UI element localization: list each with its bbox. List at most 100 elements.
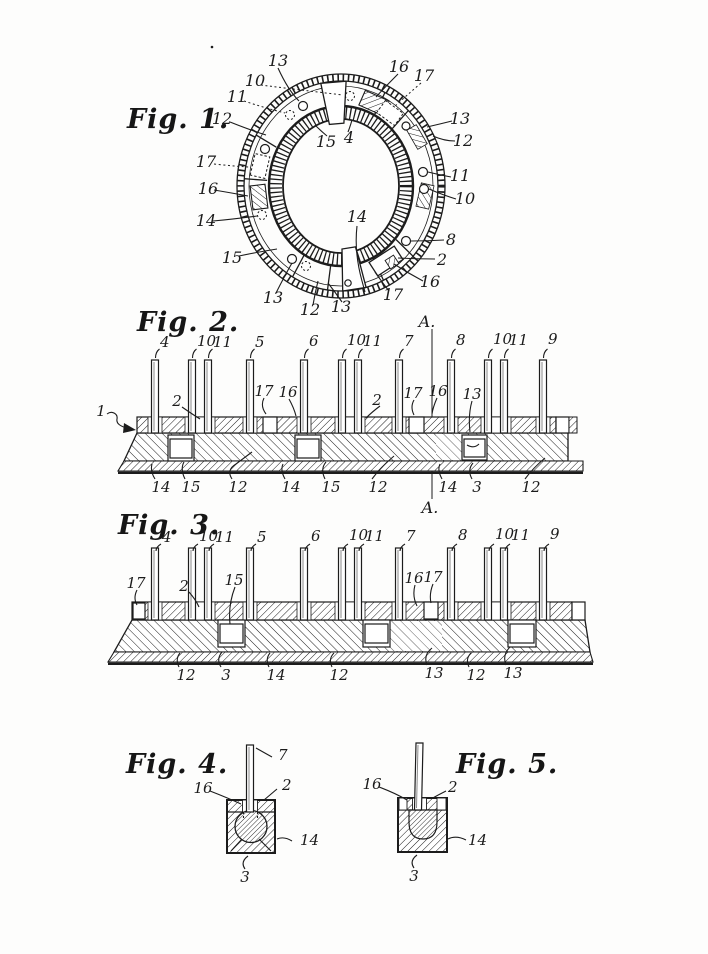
fig5-title: Fig. 5. <box>455 749 558 780</box>
ref-16: 16 <box>404 569 424 587</box>
ref-16: 16 <box>389 57 409 76</box>
ref-pin: 8 <box>456 331 466 349</box>
fig3-base-strip <box>108 652 593 662</box>
ref-2: 2 <box>178 577 189 595</box>
ref-14-left: 14 <box>196 211 216 230</box>
ref-12: 12 <box>212 109 232 128</box>
fig3-slot-17-right <box>424 602 438 619</box>
ref-14-center: 14 <box>347 207 367 226</box>
fig2-base-strip <box>118 461 583 471</box>
ref-bottom: 15 <box>181 478 200 496</box>
ref-1: 1 <box>96 402 106 420</box>
pin <box>501 360 508 433</box>
ref-2: 2 <box>447 778 458 796</box>
fig4-seat-cavity <box>235 811 267 843</box>
ref-bottom: 12 <box>368 478 387 496</box>
pin <box>205 548 212 620</box>
ref-15: 15 <box>224 571 243 589</box>
fig5-pin <box>415 743 424 810</box>
pin <box>247 360 254 433</box>
pin <box>540 360 547 433</box>
ref-pin: 11 <box>365 527 384 545</box>
ref-pin: 9 <box>548 330 558 348</box>
ref-3: 3 <box>240 868 250 886</box>
ref-15-left: 15 <box>222 248 242 267</box>
ref-17r: 17 <box>423 568 443 586</box>
pin <box>355 360 362 433</box>
pin <box>501 548 508 620</box>
ref-bottom: 13 <box>424 664 443 682</box>
ref-16a: 16 <box>278 383 298 401</box>
ref-pin: 7 <box>406 527 416 545</box>
ref-bottom: 13 <box>503 664 522 682</box>
pin <box>485 360 492 433</box>
fig2-section-marker-bottom: A. <box>420 498 439 517</box>
fig2-slot-17-left <box>263 417 277 433</box>
pin <box>301 548 308 620</box>
ref-2: 2 <box>436 250 447 269</box>
pin <box>540 548 547 620</box>
ref-pin: 5 <box>255 333 265 351</box>
ref-11-right: 11 <box>450 166 470 185</box>
ref-4-inner: 4 <box>343 128 354 147</box>
ref-17l: 17 <box>126 574 146 592</box>
ref-2: 2 <box>281 776 292 794</box>
pin <box>189 548 196 620</box>
ref-2b: 2 <box>371 391 382 409</box>
pin <box>396 360 403 433</box>
ref-17a: 17 <box>254 382 274 400</box>
pin <box>205 360 212 433</box>
pin <box>152 360 159 433</box>
ref-bottom: 14 <box>266 666 285 684</box>
ref-10-right: 10 <box>455 189 475 208</box>
pin <box>339 548 346 620</box>
fig3-filled-patch <box>390 621 442 651</box>
ref-14: 14 <box>300 831 319 849</box>
ref-16: 16 <box>362 775 382 793</box>
pin <box>448 548 455 620</box>
ref-15-inner: 15 <box>316 132 336 151</box>
ref-bottom: 12 <box>466 666 485 684</box>
ref-pin: 11 <box>363 332 382 350</box>
pin <box>247 548 254 620</box>
ref-pin: 11 <box>215 528 234 546</box>
fig3-drawing: Fig. 3. <box>108 510 593 684</box>
fig5-seat-cavity <box>409 810 437 839</box>
ref-bottom: 14 <box>151 478 170 496</box>
ref-17-left: 17 <box>196 152 217 171</box>
ref-pin: 4 <box>159 333 170 351</box>
ref-16-lower: 16 <box>420 272 440 291</box>
ref-pin: 6 <box>309 332 319 350</box>
ref-13-bottom-a: 13 <box>263 288 283 307</box>
ref-13: 13 <box>268 51 288 70</box>
ref-17b: 17 <box>403 384 423 402</box>
ref-8: 8 <box>446 230 456 249</box>
ref-7: 7 <box>278 746 288 764</box>
pin <box>485 548 492 620</box>
fig2-filled-patch <box>436 434 462 460</box>
fig1-top-segment-block <box>321 81 346 124</box>
fig5-drawing: Fig. 5. 16 2 14 3 <box>362 743 558 885</box>
ref-16-left: 16 <box>198 179 218 198</box>
ref-pin: 4 <box>161 528 172 546</box>
ref-10: 10 <box>245 71 265 90</box>
ref-bottom: 12 <box>176 666 195 684</box>
ref-pin: 9 <box>550 525 560 543</box>
fig4-drawing: Fig. 4. 7 16 2 14 3 <box>125 745 319 886</box>
ref-17: 17 <box>414 66 435 85</box>
ref-3: 3 <box>409 867 419 885</box>
ref-pin: 11 <box>213 333 232 351</box>
fig4-title: Fig. 4. <box>125 749 228 780</box>
ref-13-bottom-b: 13 <box>331 297 351 316</box>
ref-bottom: 12 <box>521 478 540 496</box>
pin <box>301 360 308 433</box>
ref-bottom: 14 <box>438 478 457 496</box>
ref-pin: 11 <box>511 526 530 544</box>
fig2-drawing: Fig. 2. A. A. <box>96 307 583 517</box>
ref-16: 16 <box>193 779 213 797</box>
ref-12-bottom: 12 <box>300 300 320 319</box>
ref-13: 13 <box>462 385 481 403</box>
fig1-hatched-insert-left <box>250 184 268 210</box>
ref-bottom: 14 <box>281 478 300 496</box>
